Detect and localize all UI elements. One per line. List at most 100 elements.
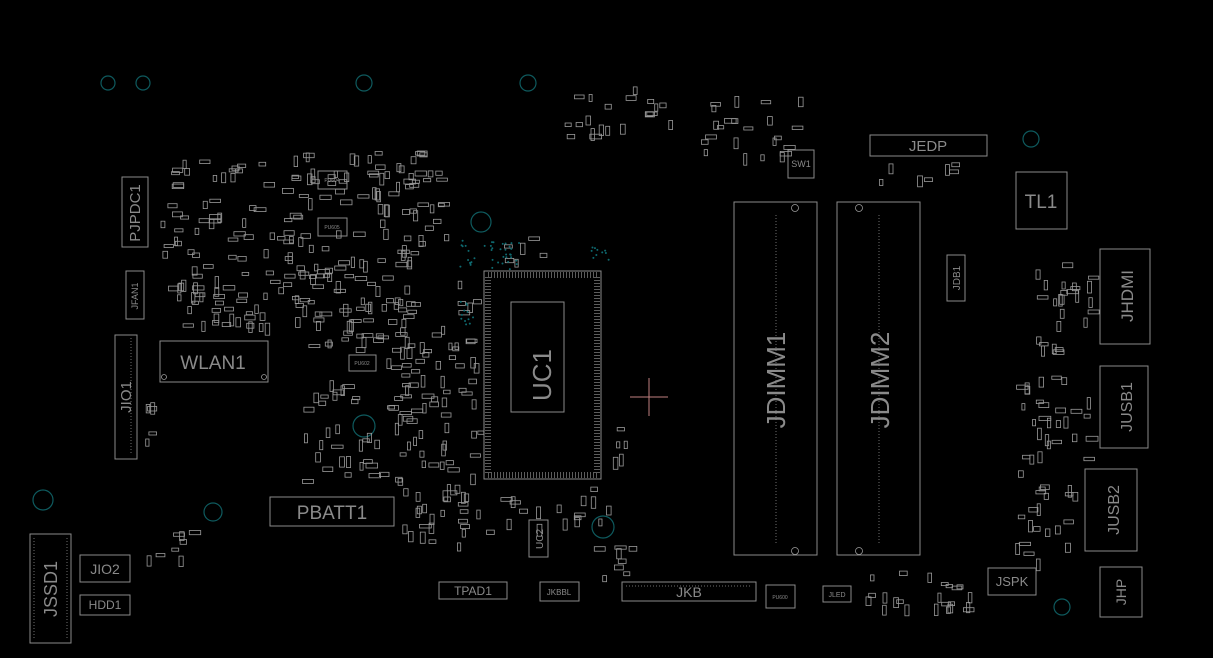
component-jedp[interactable]: JEDP: [869, 134, 988, 157]
smd-pad: [235, 317, 241, 328]
smd-pad: [353, 155, 360, 167]
smd-pad: [146, 555, 152, 567]
smd-pad: [888, 163, 894, 175]
via: [464, 319, 467, 322]
smd-pad: [536, 523, 543, 537]
via: [472, 316, 475, 319]
component-jdimm1[interactable]: JDIMM1: [733, 201, 818, 556]
smd-pad: [312, 284, 324, 289]
smd-pad: [470, 356, 476, 369]
component-jkb[interactable]: JKB: [621, 581, 757, 602]
smd-pad: [315, 452, 321, 463]
component-jkbbl[interactable]: JKBBL: [539, 581, 580, 602]
component-hdd1[interactable]: HDD1: [79, 594, 131, 616]
smd-pad: [772, 137, 777, 146]
smd-pad: [352, 396, 361, 401]
smd-pad: [1036, 295, 1049, 300]
smd-pad: [192, 273, 203, 279]
smd-pad: [467, 302, 473, 313]
component-pu600[interactable]: PU600: [765, 584, 796, 609]
component-jdb1[interactable]: JDB1: [946, 254, 966, 302]
component-uc2[interactable]: UC2: [528, 519, 549, 558]
smd-pad: [150, 402, 156, 415]
smd-pad: [343, 330, 353, 336]
smd-pad: [293, 214, 304, 220]
smd-pad: [1038, 486, 1046, 492]
smd-pad: [376, 191, 381, 203]
smd-pad: [528, 236, 541, 241]
component-jhp[interactable]: JHP: [1099, 566, 1143, 618]
smd-pad: [418, 234, 424, 247]
smd-pad: [214, 287, 220, 297]
smd-pad: [659, 102, 667, 109]
smd-pad: [382, 275, 394, 281]
component-uc1[interactable]: UC1: [483, 270, 602, 480]
smd-pad: [1075, 290, 1080, 303]
via: [489, 244, 492, 247]
smd-pad: [440, 412, 452, 418]
component-jhdmi[interactable]: JHDMI: [1099, 248, 1151, 345]
smd-pad: [429, 513, 435, 526]
smd-pad: [198, 218, 210, 224]
svg-text:UC1: UC1: [527, 349, 557, 401]
smd-pad: [461, 528, 466, 538]
svg-text:JHP: JHP: [1113, 579, 1129, 605]
smd-pad: [628, 546, 638, 552]
component-tl1[interactable]: TL1: [1015, 171, 1068, 230]
smd-pad: [514, 258, 519, 268]
smd-pad: [410, 408, 424, 414]
smd-pad: [315, 320, 321, 331]
component-jio2[interactable]: JIO2: [79, 554, 131, 583]
smd-pad: [313, 392, 319, 404]
smd-pad: [460, 491, 466, 504]
smd-pad: [394, 297, 401, 305]
smd-pad: [1017, 514, 1026, 520]
smd-pad: [441, 397, 448, 408]
via: [460, 313, 463, 316]
via: [483, 244, 486, 247]
smd-pad: [211, 308, 222, 313]
component-jfan1[interactable]: JFAN1: [125, 270, 145, 320]
smd-pad: [263, 292, 268, 301]
smd-pad: [882, 592, 888, 604]
svg-text:TPAD1: TPAD1: [454, 584, 492, 598]
component-pjpdc1[interactable]: PJPDC1: [121, 176, 149, 248]
smd-pad: [956, 584, 964, 590]
smd-pad: [298, 237, 304, 247]
component-pu602[interactable]: PU602: [348, 354, 377, 372]
smd-pad: [1072, 433, 1078, 443]
smd-pad: [168, 285, 179, 292]
component-pu605[interactable]: PU605: [317, 217, 348, 237]
smd-pad: [443, 234, 450, 242]
smd-pad: [244, 314, 256, 321]
smd-pad: [258, 323, 264, 332]
smd-pad: [500, 497, 513, 502]
smd-pad: [1067, 484, 1072, 498]
via: [591, 246, 594, 249]
mounting-holes: [32, 74, 1071, 616]
smd-pad: [407, 256, 413, 268]
component-jusb1[interactable]: JUSB1: [1099, 365, 1149, 449]
smd-pad: [419, 450, 425, 458]
component-tpad1[interactable]: TPAD1: [438, 581, 508, 600]
component-jdimm2[interactable]: JDIMM2: [836, 201, 921, 556]
component-jspk[interactable]: JSPK: [987, 567, 1037, 596]
smd-pad: [406, 347, 413, 359]
component-jio1[interactable]: JIO1: [114, 334, 138, 460]
smd-pad: [1037, 451, 1043, 464]
smd-pad: [1088, 275, 1100, 280]
smd-pad: [1055, 407, 1066, 414]
smd-pad: [428, 462, 440, 468]
component-wlan1[interactable]: WLAN1: [159, 340, 269, 383]
smd-pad: [213, 313, 220, 323]
smd-pad: [1036, 336, 1042, 345]
smd-pad: [410, 369, 421, 374]
smd-pad: [403, 235, 412, 242]
component-jled[interactable]: JLED: [822, 585, 852, 603]
smd-pad: [378, 471, 390, 477]
component-pbatt1[interactable]: PBATT1: [269, 496, 395, 527]
smd-pad: [868, 592, 876, 598]
component-jusb2[interactable]: JUSB2: [1084, 468, 1138, 552]
component-sw1[interactable]: SW1: [787, 149, 815, 179]
component-jssd1[interactable]: JSSD1: [29, 533, 72, 644]
